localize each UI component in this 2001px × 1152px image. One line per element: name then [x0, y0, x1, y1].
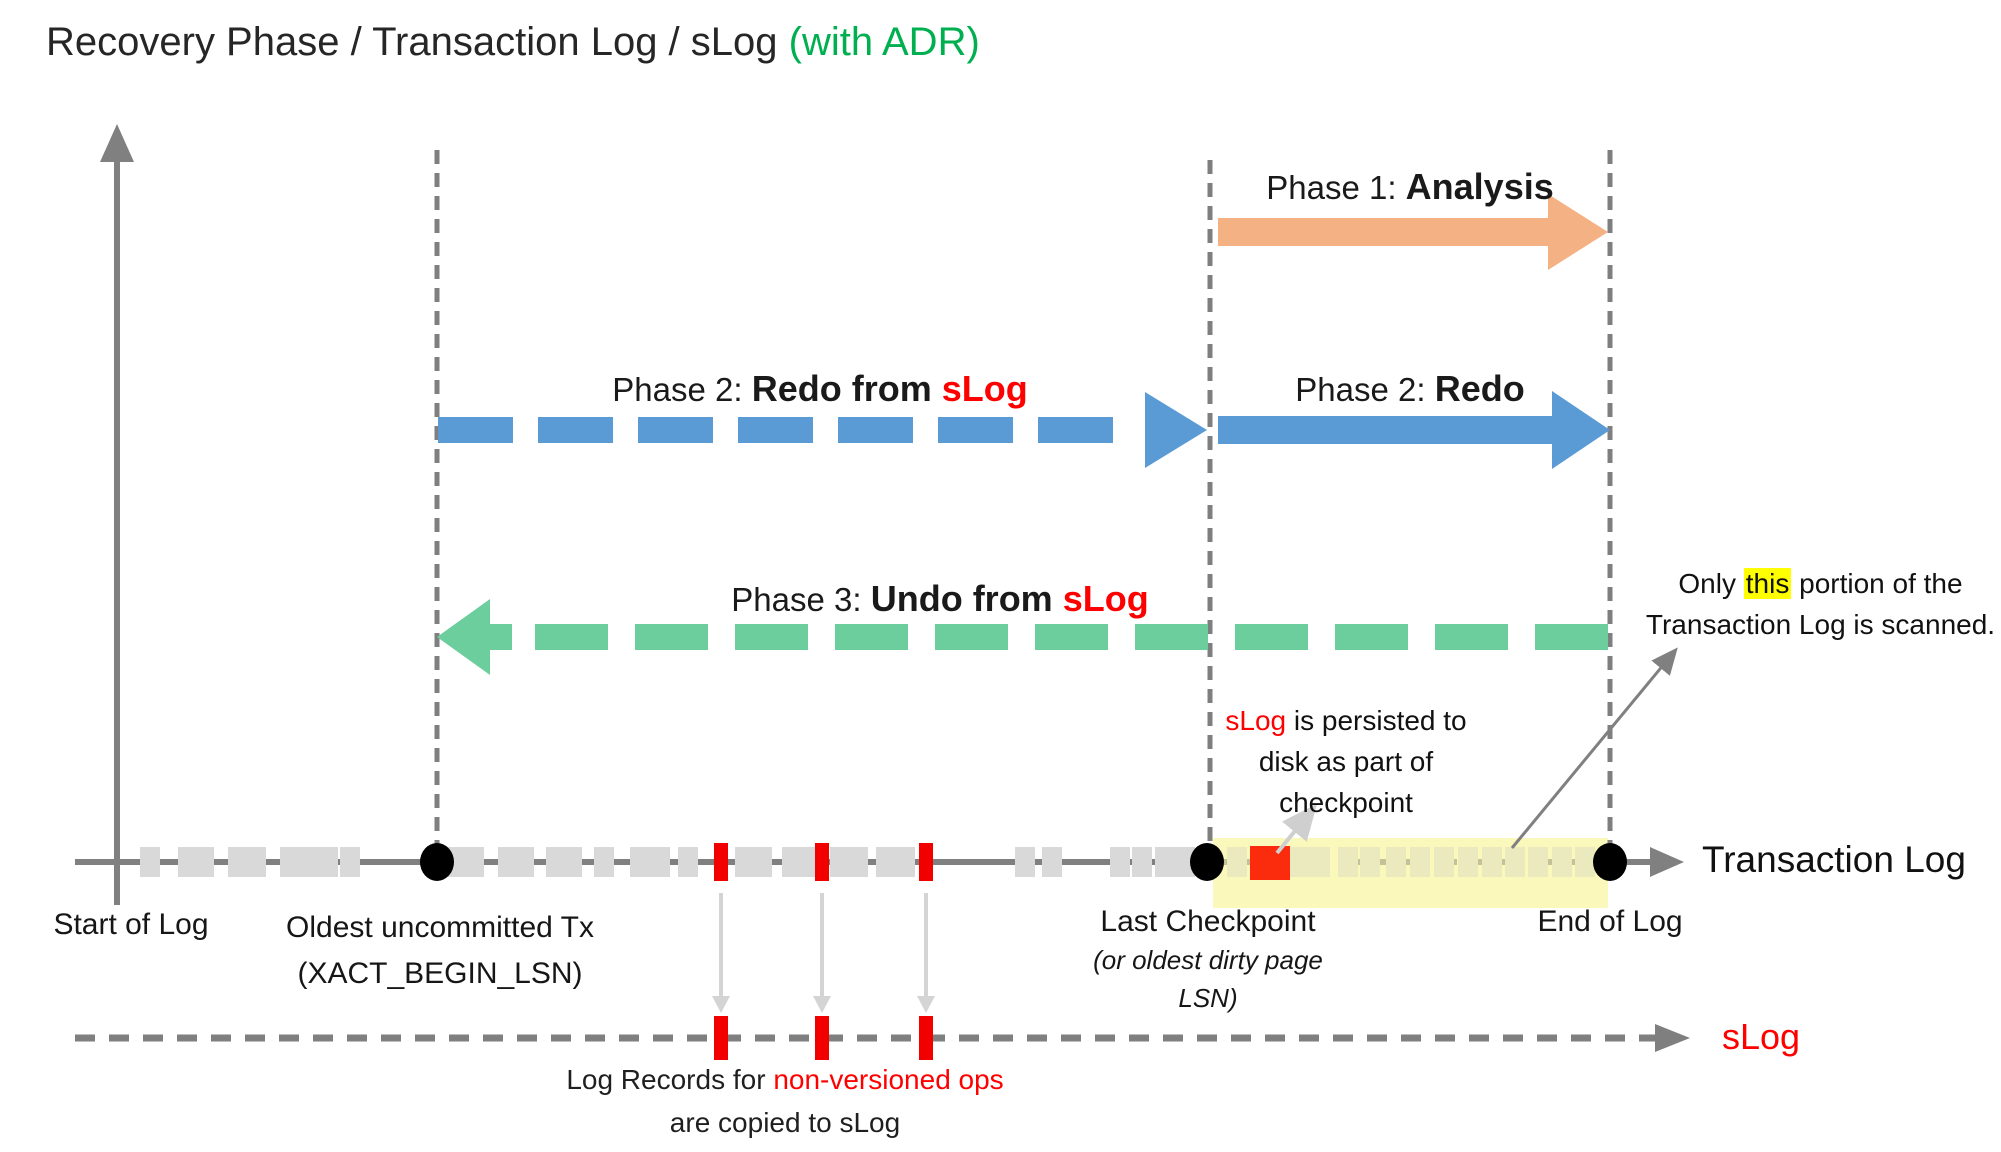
scan-note-line1: Only this portion of the [1640, 563, 2001, 604]
transaction-log-label: Transaction Log [1702, 839, 1966, 880]
slog-copy-line1: Log Records for non-versioned ops [530, 1058, 1040, 1101]
phase1-name: Analysis [1405, 166, 1554, 207]
persist-note-slog: sLog [1225, 705, 1287, 736]
end-of-log-dot [1593, 843, 1627, 881]
copy-to-slog-arrows [712, 893, 935, 1013]
persisted-slog-marker [1250, 846, 1290, 880]
page-title: Recovery Phase / Transaction Log / sLog … [46, 20, 980, 65]
title-main: Recovery Phase / Transaction Log / sLog [46, 20, 789, 64]
scan-note-line2: Transaction Log is scanned. [1645, 609, 1996, 640]
slog-record-ticks [714, 1016, 933, 1060]
checkpoint-line1: Last Checkpoint [1100, 905, 1316, 938]
checkpoint-line3: LSN) [1178, 983, 1238, 1013]
last-checkpoint-label: Last Checkpoint (or oldest dirty page LS… [1078, 903, 1338, 1017]
scan-note-after: portion of the [1791, 568, 1963, 599]
start-of-log-label: Start of Log [53, 908, 209, 941]
phase2-redo-label: Phase 2: Redo [1212, 368, 1608, 410]
phase2-prefix: Phase 2: [1295, 371, 1435, 408]
phase2-slog-name: Redo from [751, 368, 942, 409]
slog-label: sLog [1722, 1016, 1801, 1057]
scan-note-highlight: this [1743, 568, 1792, 599]
persist-note-rest: is persisted to [1286, 705, 1467, 736]
axis-arrowhead-icon [1650, 847, 1684, 877]
persist-note-line3: checkpoint [1279, 787, 1413, 818]
checkpoint-line2: (or oldest dirty page [1093, 945, 1323, 975]
phase3-prefix: Phase 3: [731, 581, 871, 618]
slog-copy-note: Log Records for non-versioned ops are co… [530, 1058, 1040, 1144]
slog-arrowhead-icon [1655, 1024, 1690, 1052]
vertical-axis-arrowhead-icon [100, 124, 134, 162]
scanned-region-pointer-arrow [1510, 647, 1678, 849]
slog-line [75, 1024, 1690, 1052]
slog-copy-line2: are copied to sLog [669, 1107, 901, 1138]
phase2-slog-red: sLog [941, 368, 1028, 409]
phase2-name: Redo [1434, 368, 1525, 409]
guide-lines [434, 150, 1613, 880]
phase3-undo-from-slog-arrow [437, 599, 1608, 675]
vertical-axis [100, 124, 134, 905]
slog-copy-black: Log Records for [566, 1064, 774, 1095]
oldest-uncommitted-tx-label: Oldest uncommitted Tx (XACT_BEGIN_LSN) [280, 905, 600, 997]
slog-copy-red: non-versioned ops [773, 1064, 1004, 1095]
log-point-dots [420, 843, 1627, 881]
phase3-undo-from-slog-label: Phase 3: Undo from sLog [440, 578, 1440, 620]
phase2-slog-prefix: Phase 2: [612, 371, 752, 408]
scan-note-before: Only [1678, 568, 1744, 599]
phase1-prefix: Phase 1: [1266, 169, 1406, 206]
checkpoint-dot [1190, 843, 1224, 881]
end-of-log-label: End of Log [1537, 905, 1683, 938]
phase3-red: sLog [1062, 578, 1149, 619]
phase2-redo-from-slog-arrow [438, 392, 1207, 468]
non-versioned-op-ticks [714, 843, 933, 881]
scanned-portion-note: Only this portion of the Transaction Log… [1640, 563, 2001, 645]
phase2-redo-from-slog-label: Phase 2: Redo from sLog [430, 368, 1210, 410]
oldest-tx-line1: Oldest uncommitted Tx [286, 911, 594, 944]
persist-note-line2: disk as part of [1258, 746, 1434, 777]
oldest-tx-line2: (XACT_BEGIN_LSN) [297, 957, 583, 990]
phase1-label: Phase 1: Analysis [1212, 166, 1608, 208]
oldest-tx-dot [420, 843, 454, 881]
phase3-name: Undo from [870, 578, 1063, 619]
persist-note-pointer-arrow [1275, 803, 1318, 855]
phase1-analysis-arrow [1218, 194, 1608, 270]
phase2-redo-arrow [1218, 391, 1610, 469]
persist-note-line1: sLog is persisted to [1200, 700, 1492, 741]
title-adr-suffix: (with ADR) [788, 20, 980, 64]
slog-persist-note: sLog is persisted to disk as part of che… [1200, 700, 1492, 823]
